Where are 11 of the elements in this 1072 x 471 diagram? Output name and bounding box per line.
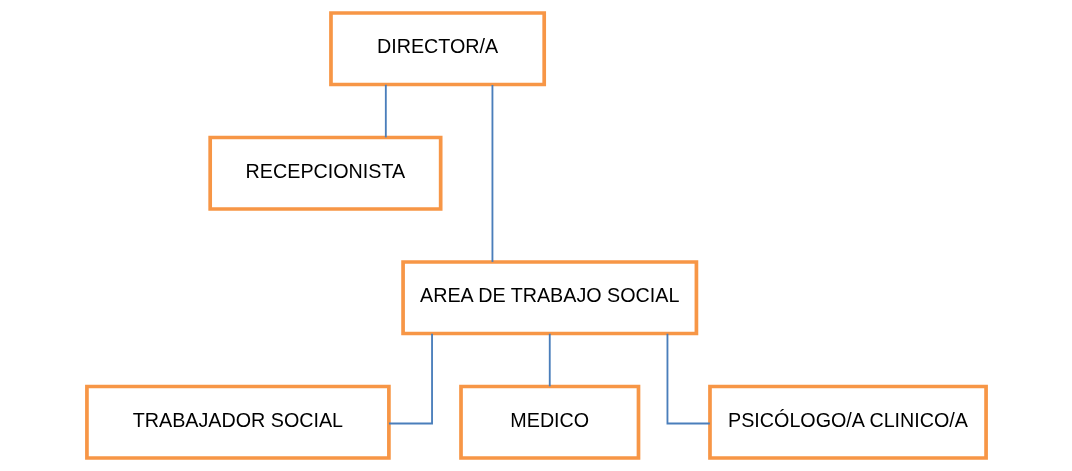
node-box: AREA DE TRABAJO SOCIAL <box>400 260 698 336</box>
node-box: TRABAJADOR SOCIAL <box>84 384 391 460</box>
node-box: PSICÓLOGO/A CLINICO/A <box>707 384 988 460</box>
connector <box>666 332 711 425</box>
node-box: DIRECTOR/A <box>328 11 546 87</box>
connector <box>387 332 433 425</box>
node-box: RECEPCIONISTA <box>207 135 443 211</box>
connector <box>491 84 493 263</box>
connector <box>548 332 551 388</box>
connector <box>384 83 387 139</box>
node-box: MEDICO <box>458 384 640 460</box>
